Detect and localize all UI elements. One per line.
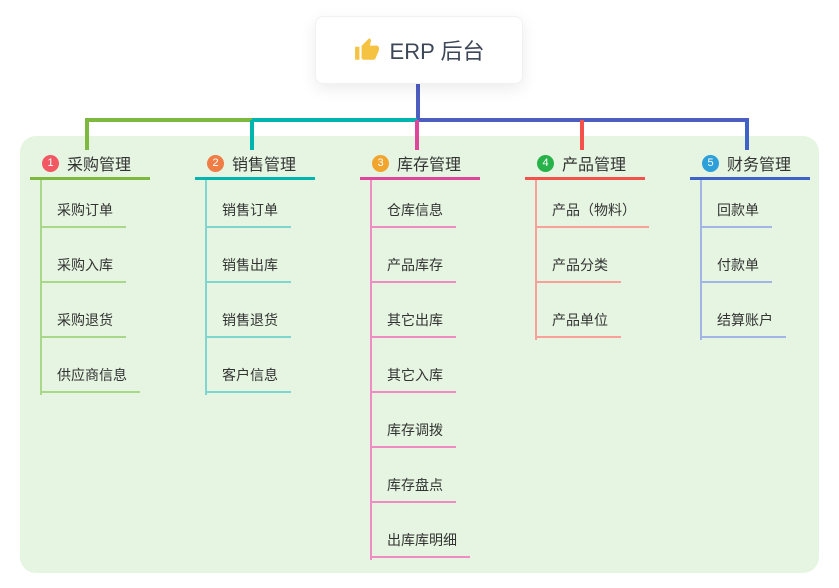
child-topic[interactable]: 销售订单 <box>205 202 291 228</box>
child-topic[interactable]: 产品库存 <box>370 257 456 283</box>
branch-title: 产品管理 <box>562 157 627 174</box>
child-topic[interactable]: 出库库明细 <box>370 532 470 558</box>
branch-purchase: 1 采购管理 采购订单 采购入库 采购退货 供应商信息 <box>30 148 190 395</box>
branch-child-rail <box>535 180 537 340</box>
rail-segment-green <box>85 118 252 122</box>
branch-child-rail <box>205 180 207 395</box>
child-topic[interactable]: 采购退货 <box>40 312 126 338</box>
child-topic[interactable]: 客户信息 <box>205 367 291 393</box>
branch-underline <box>360 177 480 180</box>
branch-title: 销售管理 <box>232 157 297 174</box>
branch-finance-topic[interactable]: 5 财务管理 <box>690 148 839 178</box>
badge-1-icon: 1 <box>42 154 59 172</box>
branch-underline <box>690 177 810 180</box>
branch-title: 采购管理 <box>67 157 132 174</box>
child-topic[interactable]: 仓库信息 <box>370 202 456 228</box>
branch-underline <box>30 177 150 180</box>
branch-child-rail <box>370 180 372 560</box>
branch-title: 财务管理 <box>727 157 792 174</box>
child-topic[interactable]: 回款单 <box>700 202 772 228</box>
branch-inventory-topic[interactable]: 3 库存管理 <box>360 148 520 178</box>
branch-product: 4 产品管理 产品（物料） 产品分类 产品单位 <box>525 148 685 340</box>
branch-child-rail <box>40 180 42 395</box>
child-topic[interactable]: 其它出库 <box>370 312 456 338</box>
root-node[interactable]: ERP 后台 <box>315 16 523 84</box>
badge-3-icon: 3 <box>372 154 389 172</box>
child-topic[interactable]: 采购入库 <box>40 257 126 283</box>
drop-line-purchase <box>85 120 89 150</box>
branch-inventory: 3 库存管理 仓库信息 产品库存 其它出库 其它入库 库存调拨 库存盘点 出库库… <box>360 148 520 560</box>
branch-finance: 5 财务管理 回款单 付款单 结算账户 <box>690 148 839 340</box>
rail-segment-teal <box>252 118 417 122</box>
child-topic[interactable]: 结算账户 <box>700 312 786 338</box>
child-topic[interactable]: 其它入库 <box>370 367 456 393</box>
branch-child-rail <box>700 180 702 340</box>
branches-panel <box>20 136 819 573</box>
child-topic[interactable]: 销售出库 <box>205 257 291 283</box>
root-title: ERP 后台 <box>389 39 485 64</box>
branch-purchase-topic[interactable]: 1 采购管理 <box>30 148 190 178</box>
child-topic[interactable]: 库存盘点 <box>370 477 456 503</box>
branch-product-topic[interactable]: 4 产品管理 <box>525 148 685 178</box>
branch-sales-topic[interactable]: 2 销售管理 <box>195 148 355 178</box>
child-topic[interactable]: 库存调拨 <box>370 422 456 448</box>
drop-line-inventory <box>415 120 419 150</box>
root-stem-line <box>416 82 420 120</box>
drop-line-sales <box>250 120 254 150</box>
child-topic[interactable]: 产品（物料） <box>535 202 649 228</box>
thumbs-up-icon <box>354 37 380 63</box>
child-topic[interactable]: 供应商信息 <box>40 367 140 393</box>
child-topic[interactable]: 销售退货 <box>205 312 291 338</box>
child-topic[interactable]: 采购订单 <box>40 202 126 228</box>
branch-underline <box>195 177 315 180</box>
badge-2-icon: 2 <box>207 154 224 172</box>
branch-title: 库存管理 <box>397 157 462 174</box>
drop-line-product <box>580 120 584 150</box>
badge-5-icon: 5 <box>702 154 719 172</box>
drop-line-finance <box>745 120 749 150</box>
child-topic[interactable]: 产品分类 <box>535 257 621 283</box>
branch-underline <box>525 177 645 180</box>
badge-4-icon: 4 <box>537 154 554 172</box>
branch-sales: 2 销售管理 销售订单 销售出库 销售退货 客户信息 <box>195 148 355 395</box>
child-topic[interactable]: 产品单位 <box>535 312 621 338</box>
child-topic[interactable]: 付款单 <box>700 257 772 283</box>
